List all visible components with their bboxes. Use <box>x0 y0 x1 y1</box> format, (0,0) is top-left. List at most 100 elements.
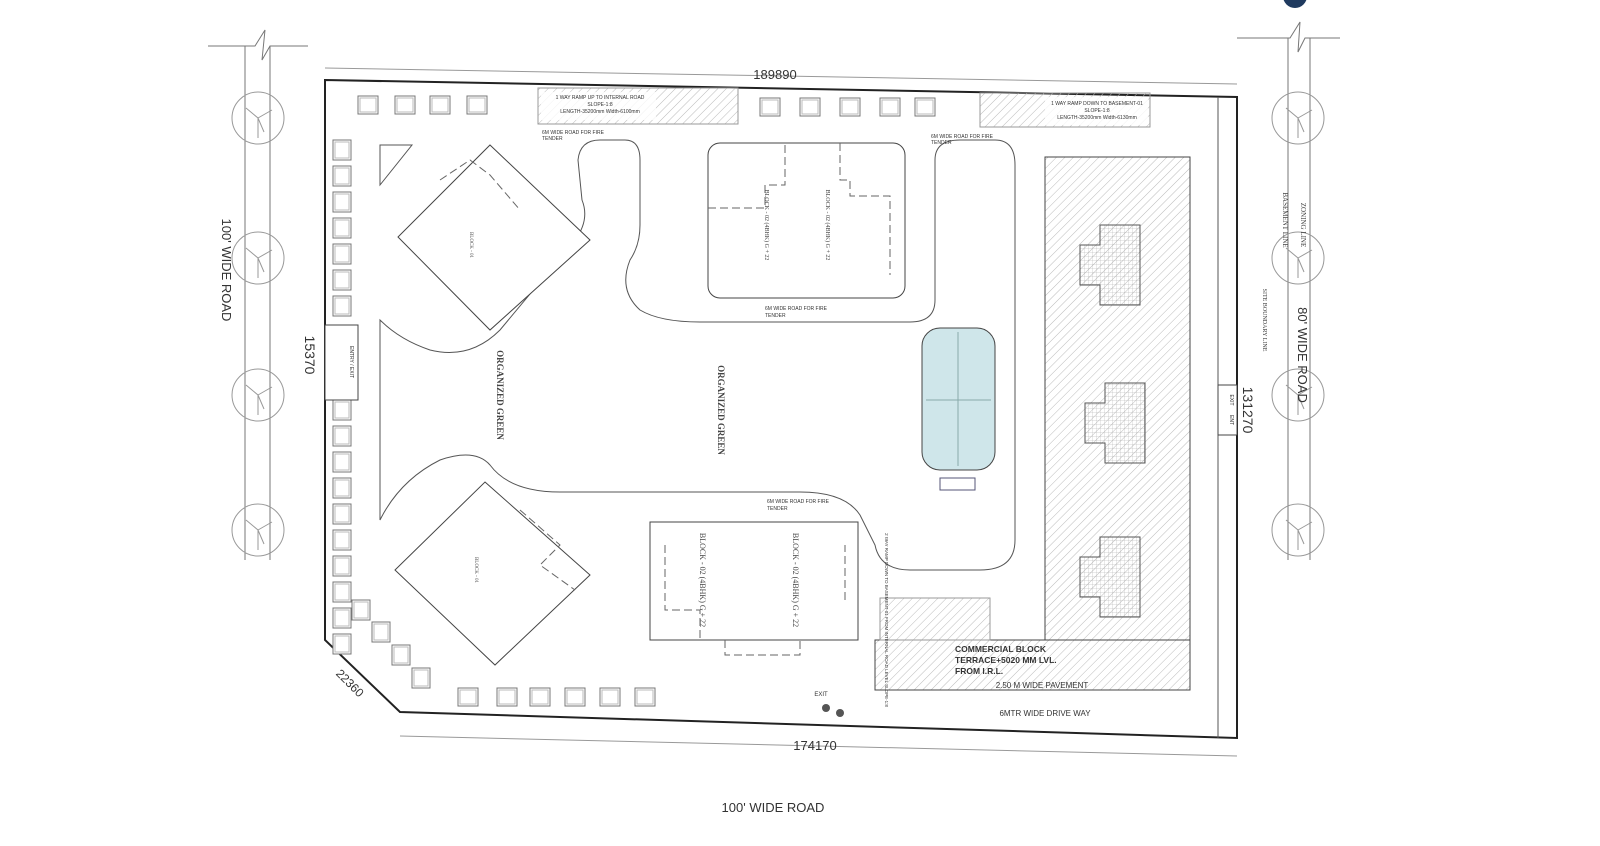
car-icon <box>431 97 449 113</box>
block-label: BLOCK - 01 <box>473 557 478 584</box>
bottom-ramp <box>879 597 991 641</box>
parking-stall <box>332 607 352 629</box>
parking-stall-box <box>357 95 379 115</box>
exit-label: EXIT <box>1228 394 1234 405</box>
car-icon <box>334 531 350 549</box>
tree-branches <box>1285 519 1313 550</box>
dimension-right: 131270 <box>1240 387 1256 434</box>
tree-icon <box>1271 231 1325 285</box>
commercial-label: TERRACE+5020 MM LVL. <box>955 655 1057 665</box>
fire-road-label: TENDER <box>931 140 952 146</box>
block-02-bottom-footprint <box>649 521 859 641</box>
ramp-note-box <box>1045 97 1148 125</box>
parking-stall-box <box>332 217 352 239</box>
parking-stall <box>371 621 391 643</box>
parking-stall <box>357 95 379 115</box>
parking-stall-box <box>332 633 352 655</box>
parking-stall <box>529 687 551 707</box>
block-01-bottom-footprint <box>394 481 591 666</box>
tower-footprint <box>1084 382 1146 464</box>
car-icon <box>334 245 350 263</box>
car-icon <box>334 635 350 653</box>
commercial-label: COMMERCIAL BLOCK <box>955 644 1047 654</box>
parking-stall-box <box>634 687 656 707</box>
dimension-top: 189890 <box>753 67 796 82</box>
towers <box>1079 224 1146 618</box>
road-left-label: 100' WIDE ROAD <box>219 219 234 322</box>
parking-stall <box>466 95 488 115</box>
parking-stall <box>496 687 518 707</box>
parking-stall-box <box>839 97 861 117</box>
organized-green-label: ORGANIZED GREEN <box>495 350 505 440</box>
parking-stall-box <box>332 581 352 603</box>
right-gate[interactable] <box>1217 384 1238 436</box>
ramp-label: LENGTH-35200mm Width-6130mm <box>1057 115 1136 121</box>
parking-stall <box>914 97 936 117</box>
parking-stall <box>332 399 352 421</box>
parking <box>332 95 936 707</box>
car-icon <box>334 193 350 211</box>
parking-stall <box>394 95 416 115</box>
parking-stall <box>759 97 781 117</box>
car-icon <box>881 99 899 115</box>
basement-line-label: BASEMENT LINE <box>1281 192 1289 247</box>
parking-stall <box>391 644 411 666</box>
parking-stall <box>457 687 479 707</box>
commercial-label: FROM I.R.L. <box>955 666 1003 676</box>
parking-stall-box <box>599 687 621 707</box>
fire-road-label: TENDER <box>765 313 786 319</box>
block-label: BLOCK - 02 (4BHK) G + 22 <box>698 533 707 627</box>
fire-road-label: 6M WIDE ROAD FOR FIRE <box>767 499 830 505</box>
parking-stall-box <box>332 139 352 161</box>
ramp-label: 2 WAY RAMP DOWN TO BASEMENT-01 FROM INTE… <box>884 533 889 707</box>
zoning-line-label: ZONING LINE <box>1299 203 1307 248</box>
parking-stall <box>332 165 352 187</box>
block-label: BLOCK - 02 (4BHK) G + 22 <box>791 533 800 627</box>
parking-stall <box>351 599 371 621</box>
parking-stall-box <box>759 97 781 117</box>
parking-stall <box>332 555 352 577</box>
logo-badge <box>1283 0 1307 8</box>
parking-stall <box>634 687 656 707</box>
parking-stall-box <box>332 399 352 421</box>
tree-icon <box>231 231 285 285</box>
fire-road-label: 6M WIDE ROAD FOR FIRE <box>542 130 605 136</box>
car-icon <box>841 99 859 115</box>
block-outline-dashed <box>439 159 521 211</box>
car-icon <box>498 689 516 705</box>
parking-stall <box>332 295 352 317</box>
entry-label: ENT <box>1228 415 1234 425</box>
parking-stall-box <box>799 97 821 117</box>
parking-stall-box <box>332 295 352 317</box>
parking-stall-box <box>411 667 431 689</box>
exit-gate-marker <box>822 704 830 712</box>
organized-green-label: ORGANIZED GREEN <box>716 365 726 455</box>
car-icon <box>334 505 350 523</box>
parking-stall-box <box>332 451 352 473</box>
car-icon <box>916 99 934 115</box>
dimension-left: 15370 <box>302 336 318 375</box>
car-icon <box>334 219 350 237</box>
entry-exit-gate[interactable] <box>324 324 359 401</box>
tree-branches <box>1285 107 1313 138</box>
tree-canopy <box>231 503 285 557</box>
car-icon <box>334 427 350 445</box>
parking-stall-box <box>332 165 352 187</box>
parking-stall <box>332 529 352 551</box>
car-icon <box>353 601 369 619</box>
tree-icon <box>1271 368 1325 422</box>
exit-label: EXIT <box>814 692 828 698</box>
parking-stall <box>332 633 352 655</box>
parking-stall-box <box>391 644 411 666</box>
parking-stall-box <box>457 687 479 707</box>
car-icon <box>636 689 654 705</box>
parking-stall-box <box>429 95 451 115</box>
tower-footprint <box>1079 536 1141 618</box>
corner-island <box>379 144 414 187</box>
car-icon <box>393 646 409 664</box>
ramp-note-box <box>541 92 656 120</box>
fire-road-label: TENDER <box>542 136 563 142</box>
car-icon <box>396 97 414 113</box>
parking-stall-box <box>564 687 586 707</box>
ramp-label: 1 WAY RAMP UP TO INTERNAL ROAD <box>556 95 645 101</box>
